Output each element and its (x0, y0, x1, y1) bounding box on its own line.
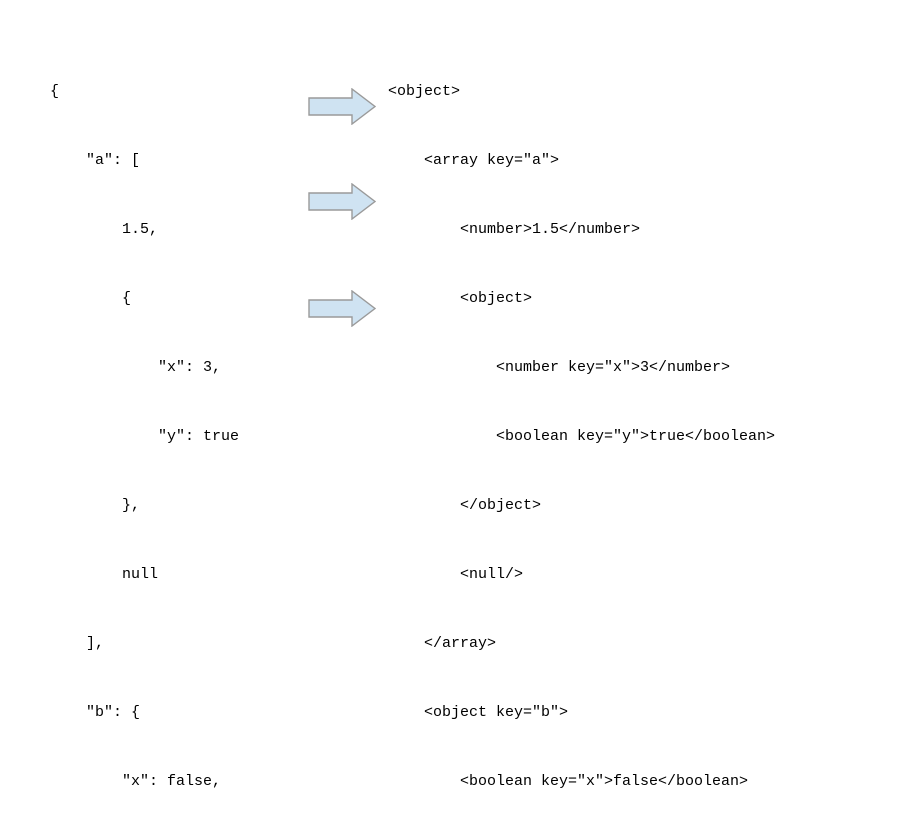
json-line: ], (50, 635, 105, 652)
xml-line: <object key="b"> (388, 704, 569, 721)
xml-line: <object> (388, 290, 533, 307)
diagram-canvas: { "a": [ 1.5, { "x": 3, "y": true }, nul… (50, 83, 776, 790)
xml-line: <number>1.5</number> (388, 221, 641, 238)
json-line: "b": { (50, 704, 141, 721)
xml-line: <array key="a"> (388, 152, 560, 169)
json-line: "a": [ (50, 152, 141, 169)
right-arrow-icon (308, 183, 376, 220)
json-line: "y": true (50, 428, 240, 445)
json-line: "x": false, (50, 773, 222, 790)
xml-line: <boolean key="y">true</boolean> (388, 428, 776, 445)
xml-line: <boolean key="x">false</boolean> (388, 773, 749, 790)
json-line: "x": 3, (50, 359, 222, 376)
json-line: 1.5, (50, 221, 159, 238)
xml-line: </object> (388, 497, 542, 514)
json-line: null (50, 566, 159, 583)
xml-line: </array> (388, 635, 497, 652)
json-line: { (50, 290, 132, 307)
right-arrow-icon (308, 290, 376, 327)
xml-line: <null/> (388, 566, 524, 583)
xml-result-block: <object> <array key="a"> <number>1.5</nu… (388, 34, 775, 828)
json-source-block: { "a": [ 1.5, { "x": 3, "y": true }, nul… (50, 34, 239, 828)
xml-line: <object> (388, 83, 461, 100)
json-line: { (50, 83, 60, 100)
json-line: }, (50, 497, 141, 514)
xml-line: <number key="x">3</number> (388, 359, 731, 376)
right-arrow-icon (308, 88, 376, 125)
